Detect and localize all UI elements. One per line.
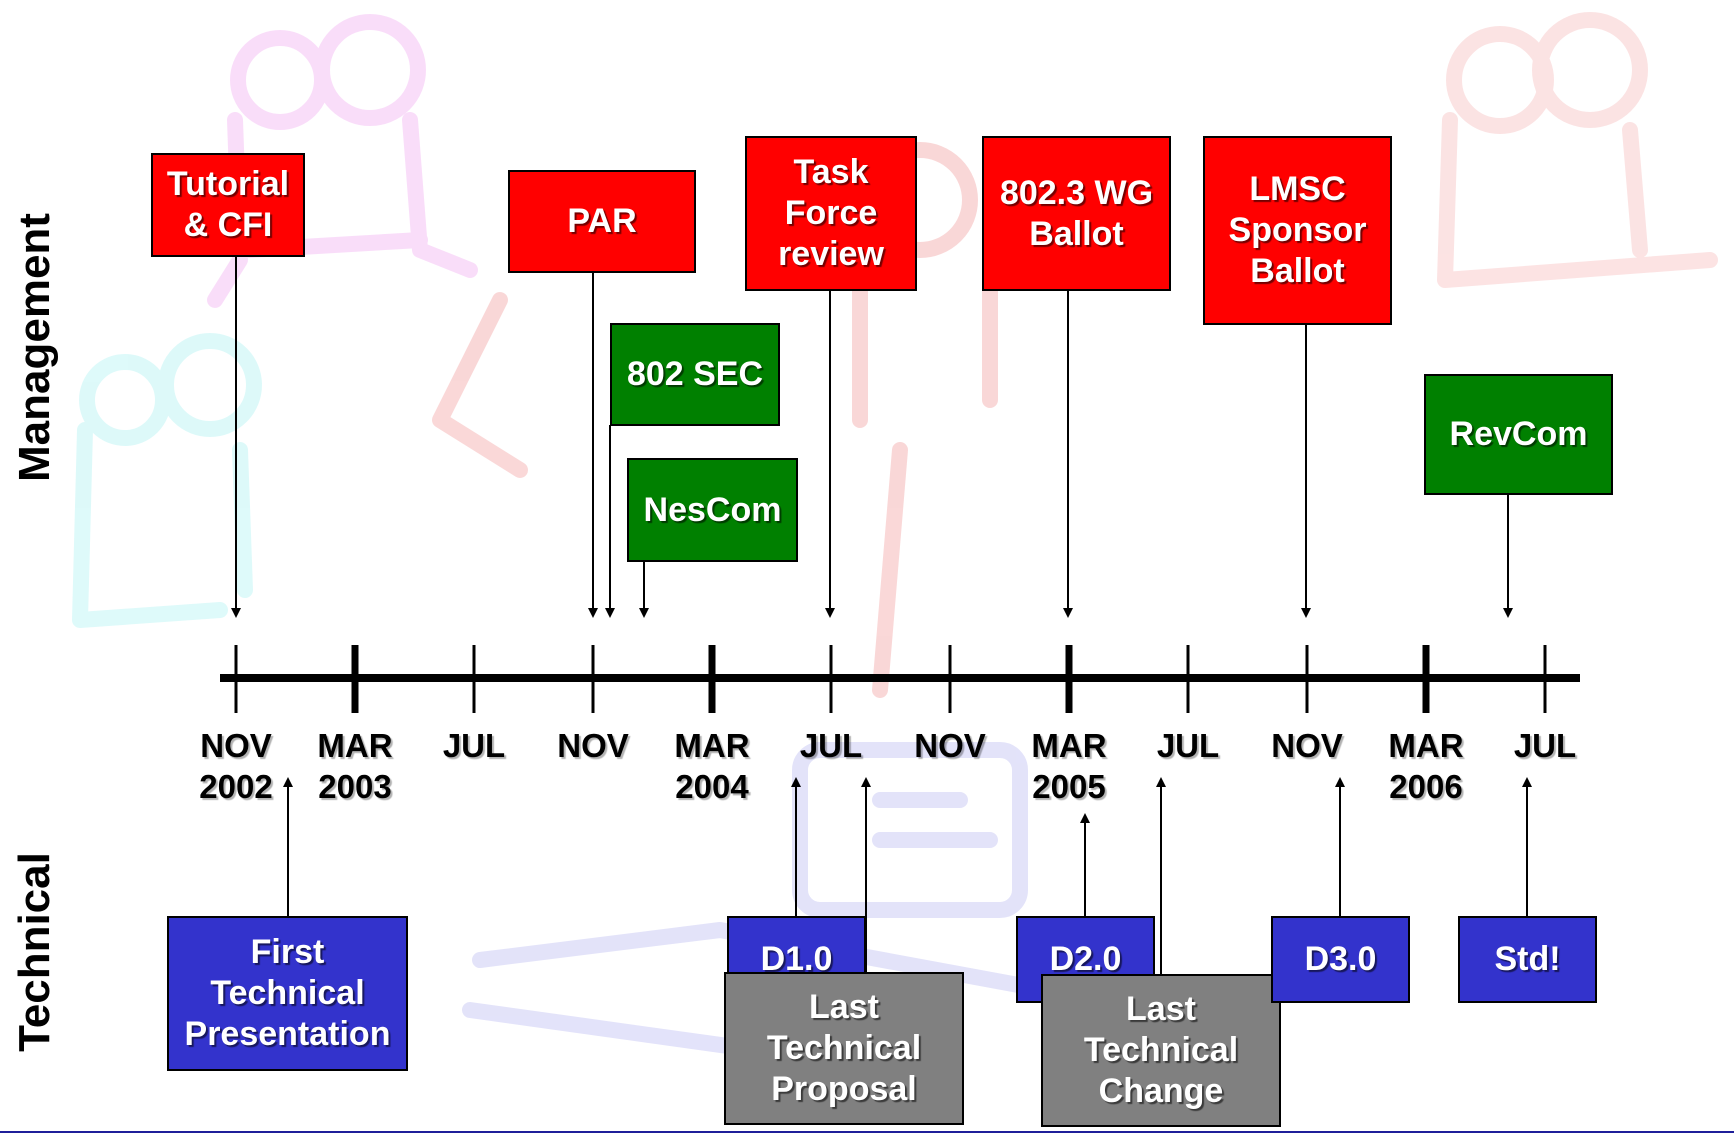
first-technical-presentation-box: First Technical Presentation	[167, 916, 408, 1071]
tutorial-cfi-box: Tutorial & CFI	[151, 153, 305, 257]
wg-ballot-box: 802.3 WG Ballot	[982, 136, 1171, 291]
timeline-tick-label: NOV 2002	[199, 727, 273, 805]
nescom-box: NesCom	[627, 458, 798, 562]
timeline-ticks	[234, 645, 1547, 713]
d3-box: D3.0	[1271, 916, 1410, 1003]
pink-robot-figure	[207, 14, 478, 308]
revcom-box: RevCom	[1424, 374, 1613, 495]
technical-connectors	[283, 777, 1532, 975]
timeline-tick-label: MAR 2003	[317, 727, 393, 805]
timeline-tick-label: MAR 2005	[1031, 727, 1107, 805]
management-connectors	[231, 256, 1513, 618]
timeline-tick-label: JUL	[1513, 727, 1577, 764]
par-box: PAR	[508, 170, 696, 273]
salmon-robot-figure	[1437, 12, 1718, 288]
timeline-tick-label: JUL	[799, 727, 863, 764]
footer-rule	[0, 1131, 1734, 1133]
last-technical-change-box: Last Technical Change	[1041, 974, 1281, 1127]
lmsc-sponsor-ballot-box: LMSC Sponsor Ballot	[1203, 136, 1392, 325]
technical-label: Technical	[10, 852, 59, 1052]
timeline-tick-label: MAR 2006	[1388, 727, 1464, 805]
management-label: Management	[10, 213, 59, 482]
timeline-tick-label: JUL	[1156, 727, 1220, 764]
std-box: Std!	[1458, 916, 1597, 1003]
timeline-tick-label: NOV	[914, 727, 986, 764]
timeline-tick-label: MAR 2004	[674, 727, 750, 805]
timeline-tick-label: NOV	[1271, 727, 1343, 764]
task-force-review-box: Task Force review	[745, 136, 917, 291]
timeline-tick-label: JUL	[442, 727, 506, 764]
last-technical-proposal-box: Last Technical Proposal	[724, 972, 964, 1125]
802-sec-box: 802 SEC	[610, 323, 780, 426]
timeline-tick-label: NOV	[557, 727, 629, 764]
blue-computer-figure	[462, 742, 1108, 1078]
cyan-robot-figure	[72, 333, 262, 628]
